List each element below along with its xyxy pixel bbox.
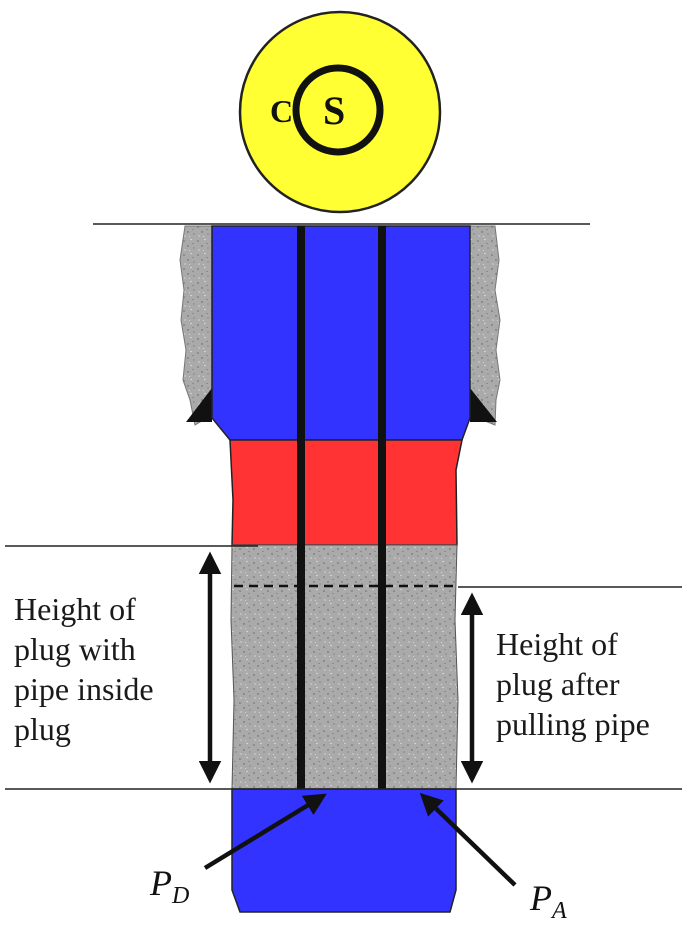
lower-fluid <box>231 788 457 913</box>
spacer-fluid <box>229 439 463 546</box>
inner-pipe-circle <box>292 64 384 156</box>
upper-fluid <box>211 225 471 441</box>
outer-cement-circle <box>238 10 442 214</box>
pressure-arrow-inside-pipe <box>203 793 327 870</box>
pipe-wall-right <box>378 226 386 789</box>
inner-label: S <box>323 88 345 133</box>
label-after-pulling-line-1: Height of <box>496 626 618 662</box>
cement-plug <box>230 544 459 790</box>
pressure-arrow-annulus <box>419 792 517 887</box>
label-after-pulling: Height of plug after pulling pipe <box>496 626 650 742</box>
pressure-label-inside-sub: D <box>171 883 189 909</box>
pressure-label-annulus-sub: A <box>550 898 567 924</box>
pipe-wall-left <box>297 226 305 789</box>
label-with-pipe-line-2: plug with <box>14 631 136 667</box>
pressure-label-inside-main: P <box>149 863 172 903</box>
outer-label: C <box>270 93 293 129</box>
pressure-label-annulus: PA <box>529 878 567 924</box>
label-after-pulling-line-2: plug after <box>496 666 620 702</box>
pressure-label-annulus-main: P <box>529 878 552 918</box>
top-view: C S <box>238 10 442 214</box>
label-with-pipe-line-4: plug <box>14 711 71 747</box>
casing-shoe-left <box>186 388 212 422</box>
label-after-pulling-line-3: pulling pipe <box>496 706 650 742</box>
casing-shoe-right <box>470 388 497 422</box>
pressure-label-inside: PD <box>149 863 189 909</box>
label-with-pipe-line-1: Height of <box>14 591 136 627</box>
label-with-pipe-line-3: pipe inside <box>14 671 154 707</box>
label-with-pipe: Height of plug with pipe inside plug <box>14 591 162 747</box>
formation-right <box>469 225 501 426</box>
formation-left <box>179 225 213 426</box>
